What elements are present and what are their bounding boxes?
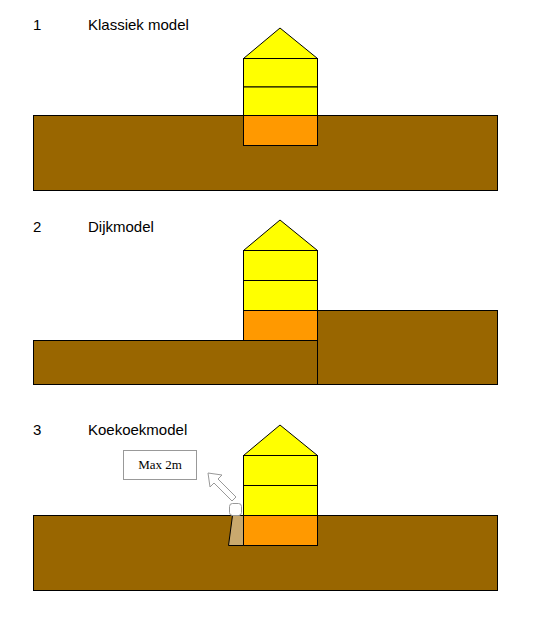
- roof: [244, 220, 318, 251]
- basement: [244, 311, 318, 341]
- panel-number: 2: [33, 218, 41, 236]
- panel-title: Klassiek model: [88, 16, 189, 34]
- excavation-wedge: [229, 516, 244, 546]
- floor: [244, 251, 318, 281]
- ground-low: [34, 341, 318, 385]
- floor: [244, 87, 318, 116]
- ground: [34, 516, 498, 591]
- floor: [244, 456, 318, 486]
- floor: [244, 281, 318, 311]
- marker: [230, 504, 242, 516]
- panel-title: Dijkmodel: [88, 218, 154, 236]
- panel-number: 1: [33, 16, 41, 34]
- pointer-arrow: [208, 473, 236, 501]
- callout-box: Max 2m: [123, 450, 197, 480]
- panel-title: Koekoekmodel: [88, 421, 187, 439]
- roof: [244, 425, 318, 456]
- ground-high: [318, 311, 498, 385]
- floor: [244, 486, 318, 516]
- roof: [244, 28, 318, 59]
- panel-number: 3: [33, 421, 41, 439]
- ground: [34, 116, 498, 191]
- callout-text: Max 2m: [138, 457, 182, 473]
- floor: [244, 59, 318, 88]
- basement: [244, 516, 318, 546]
- basement: [244, 116, 318, 146]
